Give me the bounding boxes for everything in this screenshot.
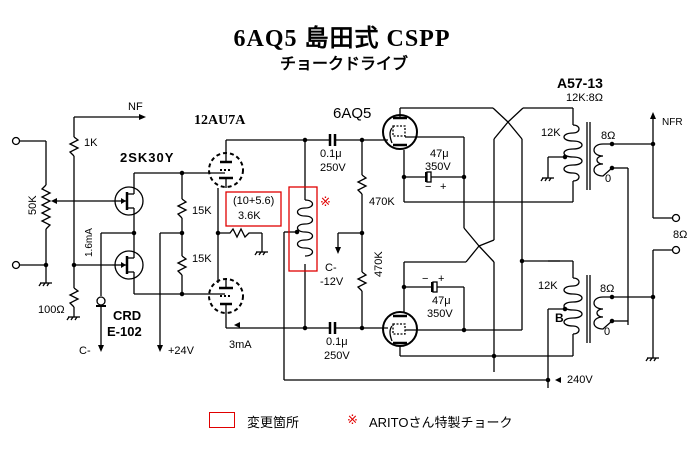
resistor-1k [68,136,80,157]
ground-icon [254,251,269,256]
output-tube-lower [382,311,418,347]
resistor-15k-bottom-label: 15K [192,253,212,265]
fet-upper [112,173,144,233]
nfr-label: NFR [662,117,683,128]
input-terminal-top[interactable] [11,136,21,146]
transformer-label: A57-13 [557,75,603,91]
bypass-cap-top-plus: + [440,181,447,193]
output-tube-label: 6AQ5 [333,105,372,122]
grid-resistor-bottom-label: 470K [373,251,385,277]
bias-arrow [335,247,341,254]
speaker-output-label: 8Ω [673,229,688,241]
cathode-resistor-label-1: (10+5.6) [233,195,275,207]
nf-arrow [139,114,146,120]
legend-choke-label: ARITOさん特製チョーク [369,415,513,430]
crd-diode [96,296,106,307]
nf-label: NF [128,101,143,113]
cathode-resistor-label-2: 3.6K [238,210,261,222]
grid-resistor-top-label: 470K [369,196,395,208]
speaker-terminal-hot[interactable] [671,213,681,223]
choke-coil [296,199,314,257]
fet-lower [112,233,144,294]
bypass-cap-bottom-minus: − [422,273,429,285]
ground-icon [66,316,81,321]
grid-resistor-top [356,174,368,195]
secondary-bottom-cold-label: 0 [604,326,611,338]
transformer-bottom-primary [563,277,583,335]
coupling-cap-top-value: 0.1μ [320,148,342,160]
nfr-arrow [650,112,656,119]
legend-choke-mark: ※ [347,412,358,427]
resistor-15k-top-label: 15K [192,205,212,217]
current-arrow [234,322,240,328]
coupling-cap-top-voltage: 250V [320,162,346,174]
wiper-arrow [51,198,57,204]
fet-current-label: 1.6mA [84,228,95,257]
grid-bias-voltage: -12V [320,276,344,288]
output-tube-upper [382,114,418,150]
c-minus-label: C- [79,345,91,357]
cathode-resistor [218,227,262,239]
ground-icon [540,177,555,182]
secondary-top-cold-label: 0 [605,173,612,185]
grid-bias-label: C- [325,262,337,274]
legend-changed-box [209,412,235,428]
b-tap-label: B [555,311,564,325]
crd-label: CRD [113,308,142,323]
resistor-100-ohm [68,287,80,308]
secondary-top-hot-label: 8Ω [601,130,616,142]
legend-changed-label: 変更箇所 [247,415,300,430]
volume-potentiometer[interactable] [40,184,52,230]
bypass-cap-bottom [431,281,438,293]
bypass-cap-top-minus: − [425,181,432,193]
bypass-cap-bottom-plus: + [438,273,445,285]
ground-icon [645,357,660,362]
coupling-cap-bottom-voltage: 250V [324,350,350,362]
c-minus-arrow [98,345,104,352]
transformer-top-primary [563,124,583,182]
changed-choke-box [288,186,318,272]
coupling-cap-bottom-value: 0.1μ [326,336,348,348]
plus24-label: +24V [168,345,194,357]
primary-top-label: 12K [541,127,561,139]
resistor-1k-label: 1K [84,137,98,149]
changed-cathode-resistor-box [225,191,282,227]
crd-part-label: E-102 [107,324,142,339]
secondary-bottom-hot-label: 8Ω [600,283,615,295]
driver-current-label: 3mA [229,339,252,351]
fet-label: 2SK30Y [120,150,175,165]
transformer-ratio-label: 12K:8Ω [566,92,603,104]
bypass-cap-bottom-voltage: 350V [427,308,453,320]
primary-bottom-label: 12K [538,280,558,292]
ground-icon [38,282,53,287]
pot-50k-label: 50K [27,195,39,215]
resistor-15k-bottom [176,255,188,276]
resistor-100-label: 100Ω [38,304,65,316]
bypass-cap-bottom-value: 47μ [432,295,451,307]
b-plus-label: 240V [567,374,593,386]
transformer-top-secondary [593,143,613,177]
resistor-15k-top [176,198,188,219]
b-plus-arrow [555,377,561,383]
driver-tube-label: 12AU7A [194,113,246,128]
choke-mark: ※ [320,194,331,209]
schematic-title: 6AQ5 島田式 CSPP [233,26,451,52]
grid-resistor-bottom [356,271,368,292]
schematic-subtitle: チョークドライブ [279,56,408,73]
bypass-cap-top-value: 47μ [430,148,449,160]
plus24-arrow [157,345,163,352]
bypass-cap-top-voltage: 350V [425,161,451,173]
speaker-terminal-cold[interactable] [671,245,681,255]
transformer-bottom-secondary [593,296,613,330]
input-terminal-bottom[interactable] [11,260,21,270]
